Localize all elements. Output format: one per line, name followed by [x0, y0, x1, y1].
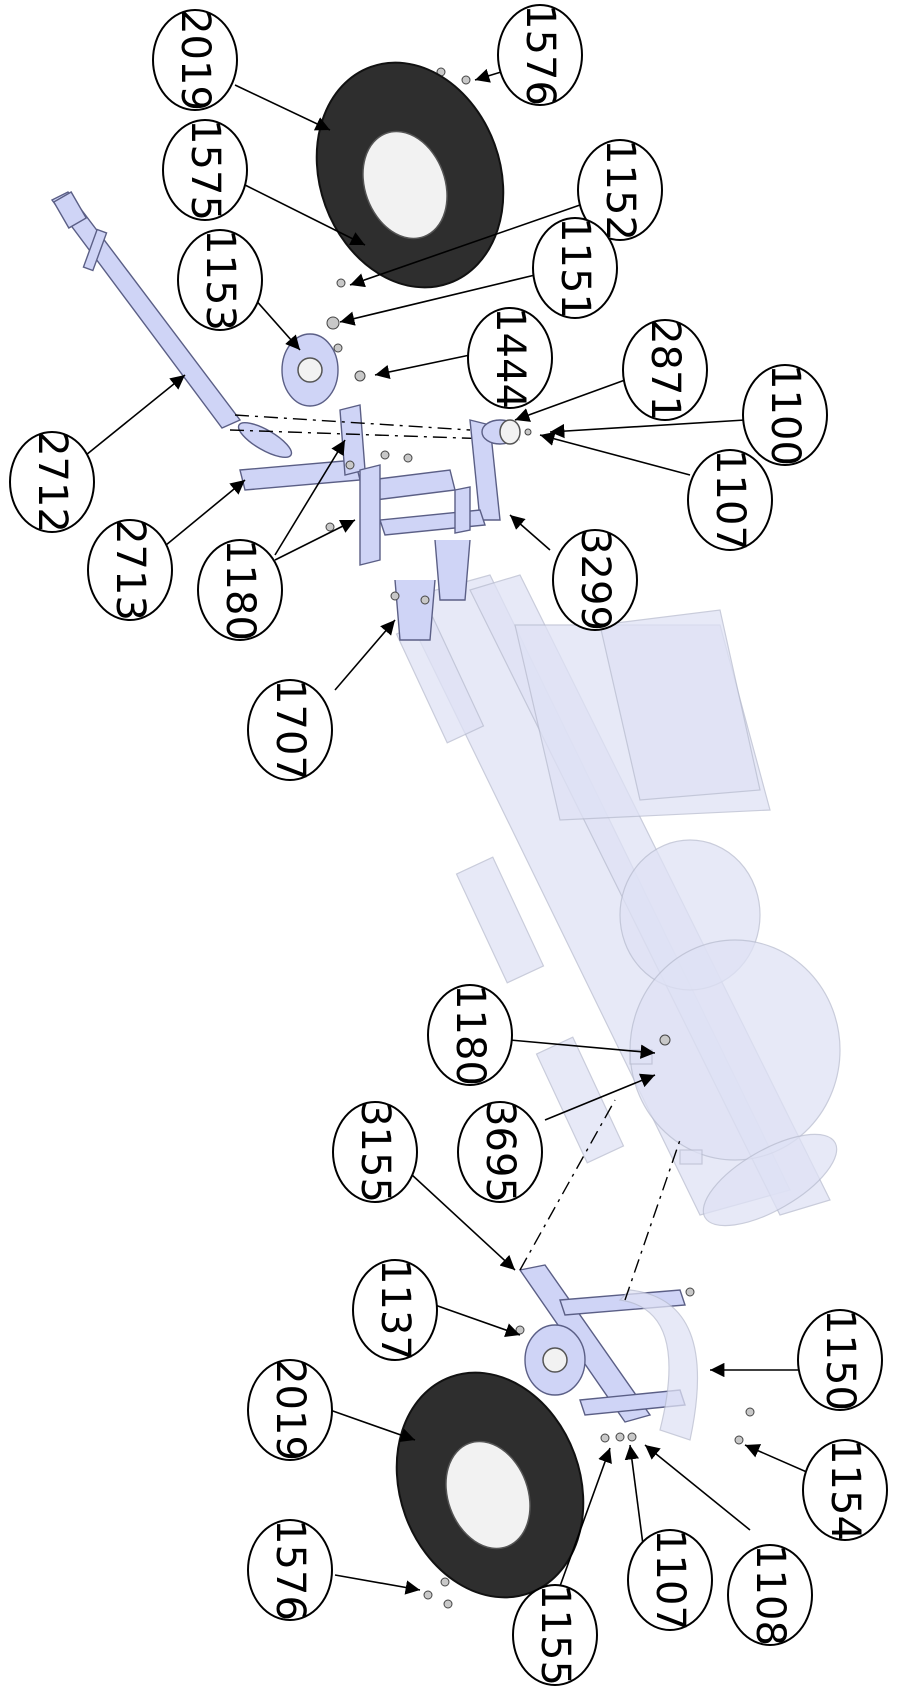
callout-label: 1153	[197, 229, 243, 331]
callout-1151: 1151	[532, 217, 618, 319]
callout-label: 1155	[532, 1584, 578, 1686]
callout-label: 1100	[762, 364, 808, 466]
callout-2019-bottom: 2019	[247, 1359, 333, 1461]
callout-label: 1180	[447, 984, 493, 1086]
callout-label: 3695	[477, 1101, 523, 1203]
callout-label: 2871	[642, 319, 688, 421]
callout-1576-bottom: 1576	[247, 1519, 333, 1621]
callout-label: 2019	[267, 1359, 313, 1461]
callout-1152: 1152	[577, 139, 663, 241]
callout-label: 1150	[817, 1309, 863, 1411]
callout-1153: 1153	[177, 229, 263, 331]
callout-label: 1444	[487, 307, 533, 409]
top-axle-assembly	[50, 67, 532, 641]
bottom-wheel	[395, 1371, 585, 1599]
bottom-axle-assembly	[423, 1099, 755, 1609]
callout-label: 3155	[352, 1101, 398, 1203]
callout-1107-top: 1107	[687, 449, 773, 551]
callout-2712: 2712	[9, 431, 95, 533]
callout-1150: 1150	[797, 1309, 883, 1411]
callout-label: 1576	[517, 4, 563, 106]
top-wheel	[315, 61, 505, 289]
callout-1154: 1154	[802, 1439, 888, 1541]
callout-3695: 3695	[457, 1101, 543, 1203]
callout-1107-bottom: 1107	[627, 1529, 713, 1631]
callout-3155: 3155	[332, 1101, 418, 1203]
callout-1155: 1155	[512, 1584, 598, 1686]
callout-1180-top: 1180	[197, 539, 283, 641]
leader-lines	[85, 59, 826, 1601]
callout-label: 1107	[647, 1529, 693, 1631]
callout-1108: 1108	[727, 1544, 813, 1646]
callout-label: 1151	[552, 217, 598, 319]
callout-1444: 1444	[467, 307, 553, 409]
callout-1137: 1137	[352, 1259, 438, 1361]
callout-label: 2713	[107, 519, 153, 621]
callout-1707: 1707	[247, 679, 333, 781]
callout-label: 1108	[747, 1544, 793, 1646]
callout-1575: 1575	[162, 119, 248, 221]
callout-label: 1152	[597, 139, 643, 241]
callout-1100: 1100	[742, 364, 828, 466]
callout-label: 1107	[707, 449, 753, 551]
callout-2871: 2871	[622, 319, 708, 421]
callout-label: 2019	[172, 9, 218, 111]
callout-label: 1137	[372, 1259, 418, 1361]
callout-label: 1576	[267, 1519, 313, 1621]
callout-2019-top: 2019	[152, 9, 238, 111]
callout-label: 1575	[182, 119, 228, 221]
callout-label: 1707	[267, 679, 313, 781]
callout-2713: 2713	[87, 519, 173, 621]
callout-label: 3299	[572, 529, 618, 631]
machine-body-ghost	[395, 574, 841, 1227]
callout-1576-top: 1576	[497, 4, 583, 106]
callout-label: 1154	[822, 1439, 868, 1541]
callout-3299: 3299	[552, 529, 638, 631]
callout-label: 2712	[29, 431, 75, 533]
callout-1180-bottom: 1180	[427, 984, 513, 1086]
callout-label: 1180	[217, 539, 263, 641]
